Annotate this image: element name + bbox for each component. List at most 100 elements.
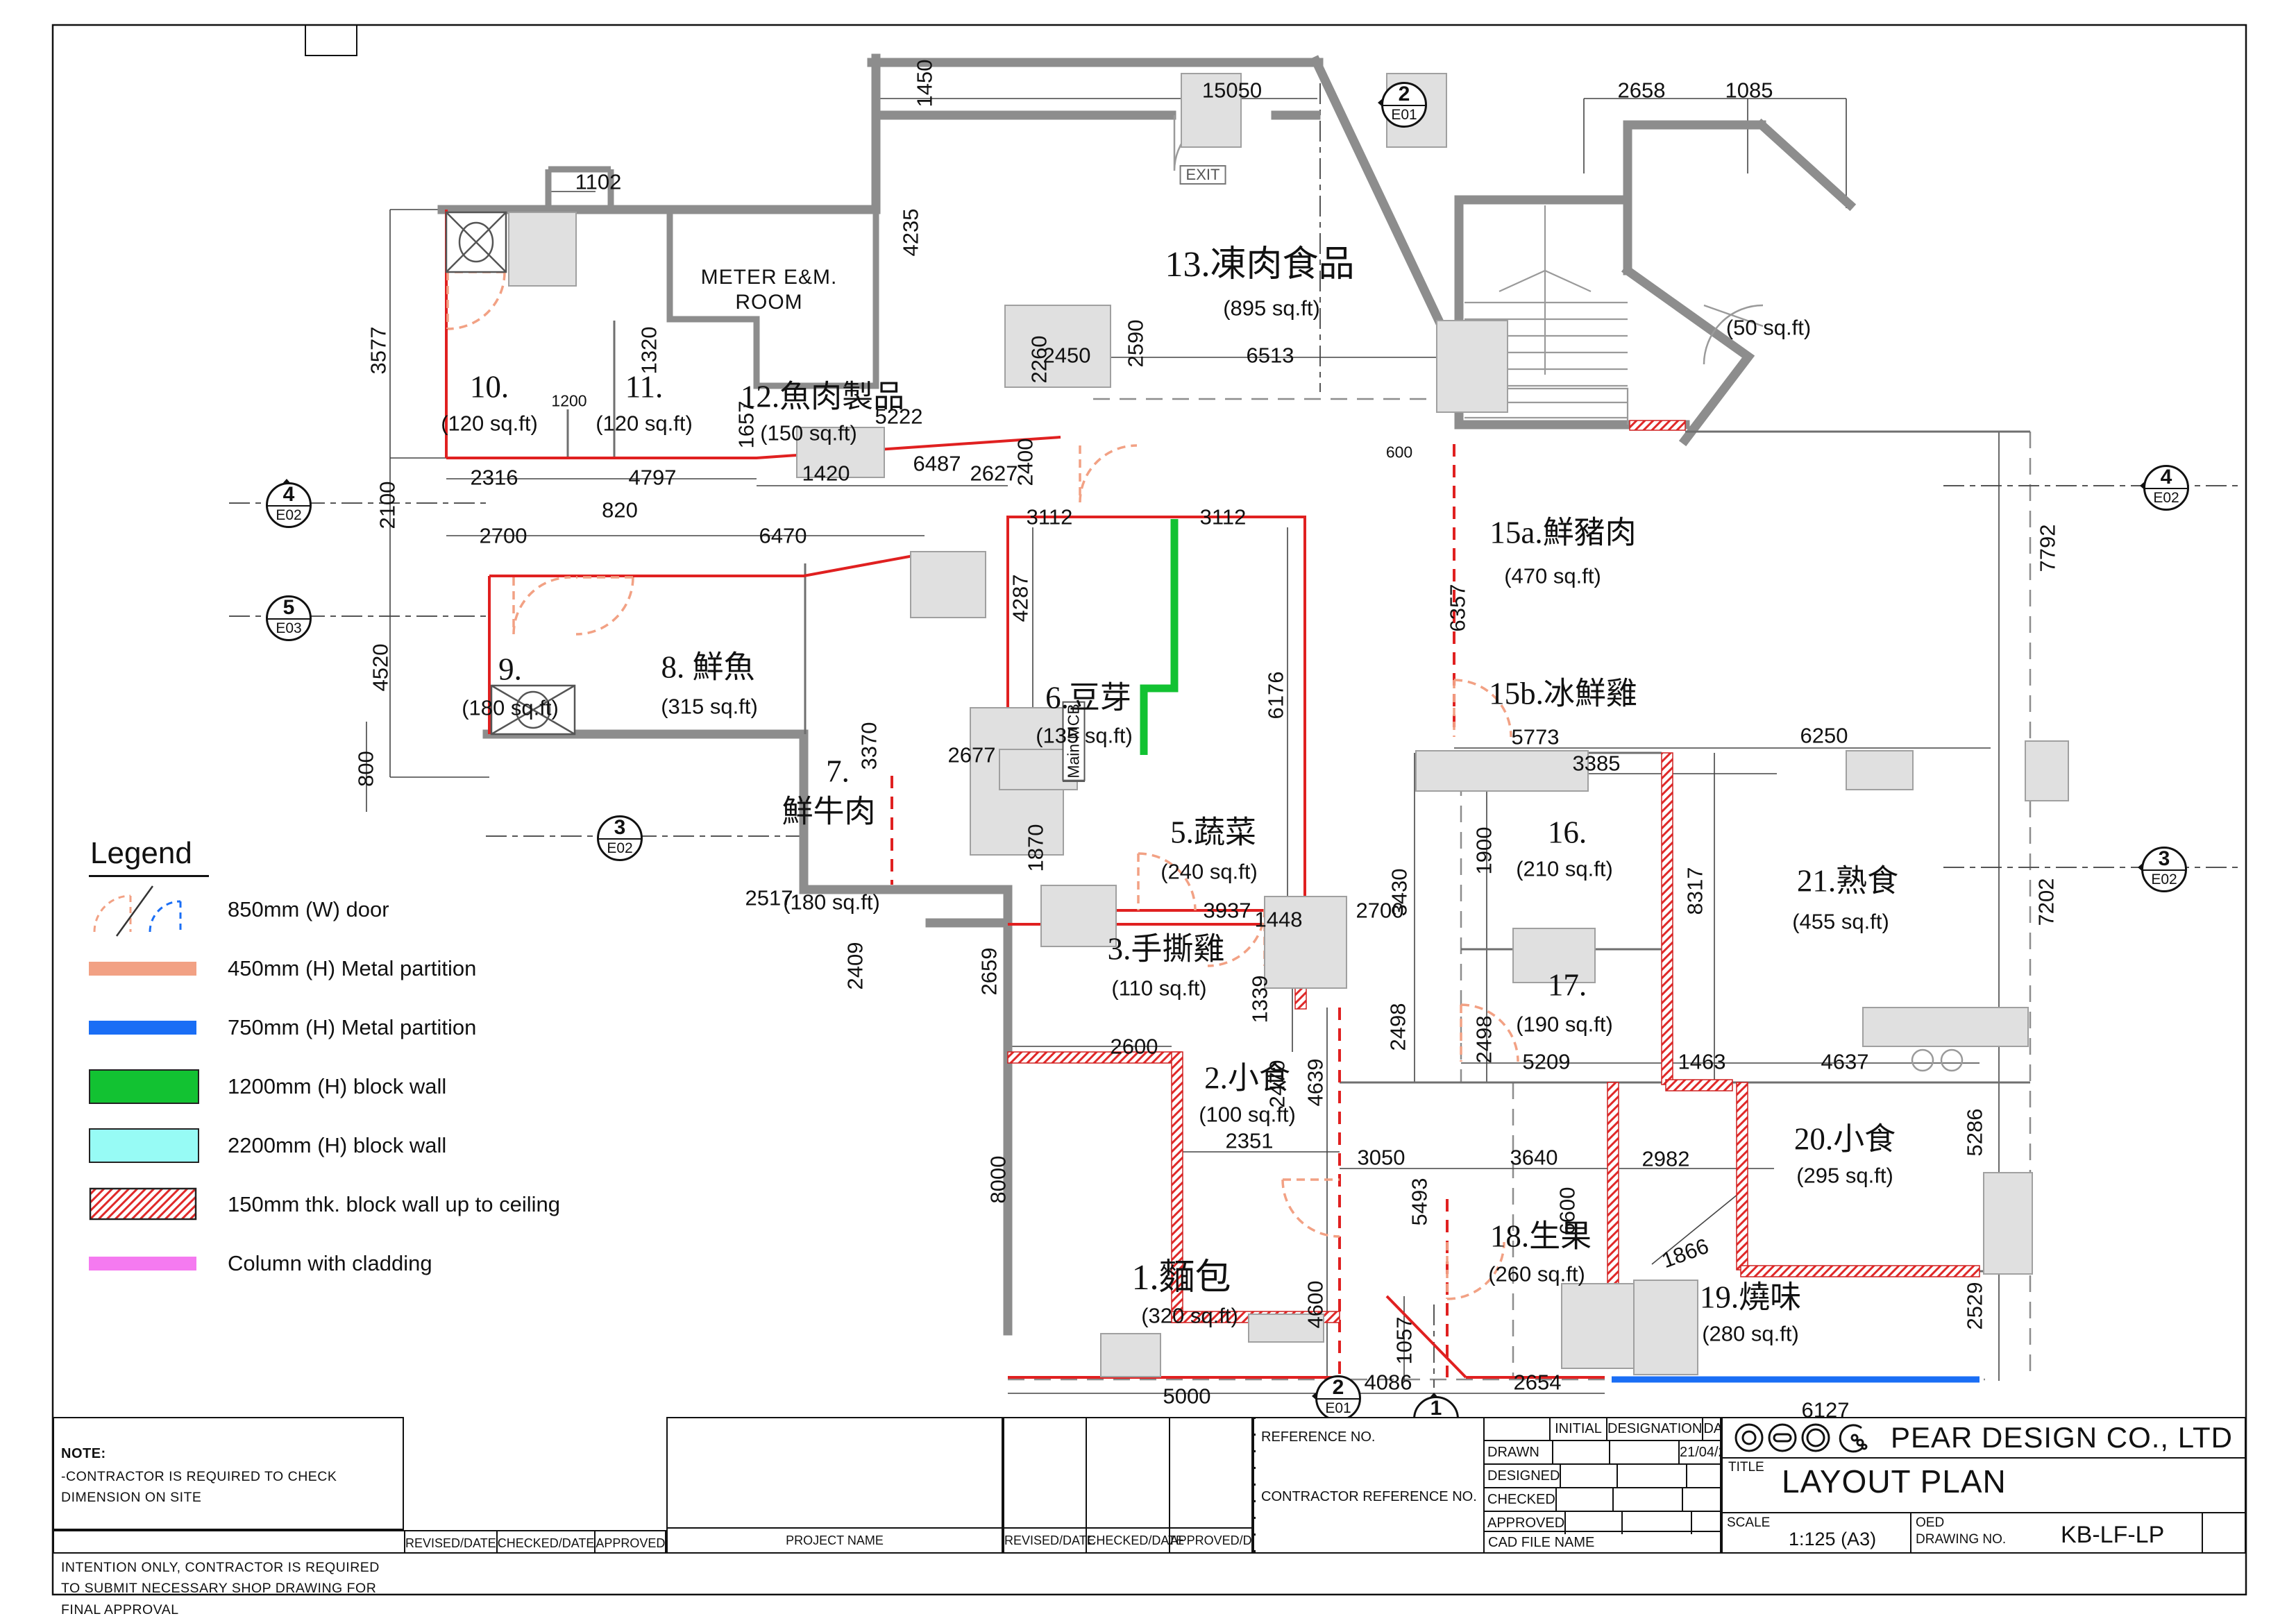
dimension-label: 2982: [1641, 1146, 1690, 1171]
drawing-no-value: KB-LF-LP: [2061, 1522, 2165, 1548]
dimension-label: METER E&M.: [700, 266, 838, 289]
dimension-label: 2590: [1123, 319, 1148, 368]
dimension-label: 5209: [1522, 1049, 1571, 1074]
dimension-label: 2700: [1356, 898, 1404, 923]
checked-date-label: CHECKED/DATE: [1087, 1527, 1184, 1552]
reference-block: REFERENCE NO. CONTRACTOR REFERENCE NO. I…: [1253, 1417, 1739, 1554]
notes-heading: NOTE:: [61, 1446, 106, 1462]
room-label: 18.生果: [1489, 1218, 1592, 1254]
magenta-swatch: [89, 1257, 196, 1271]
area-label: (180 sq.ft): [783, 890, 880, 915]
revision-strip-left: REVISED/DATE CHECKED/DATE APPROVED/DATE …: [53, 1530, 728, 1554]
dimension-label: 2654: [1513, 1370, 1562, 1395]
dimension-label: 4287: [1008, 574, 1033, 622]
dimension-label: 3112: [1199, 504, 1247, 529]
dimension-label: 2700: [479, 523, 527, 548]
dimension-label: 1448: [1254, 907, 1303, 932]
note-item: -CONTRACTOR IS REQUIRED TO CHECK DIMENSI…: [61, 1469, 337, 1506]
area-label: (50 sq.ft): [1725, 315, 1812, 340]
dimension-label: 2316: [470, 465, 518, 490]
meter-room-walls: [545, 166, 879, 389]
x-box-columns: [445, 211, 576, 736]
room-label: 1.麵包: [1131, 1258, 1231, 1298]
dimension-label: 7792: [2035, 524, 2060, 572]
room-label: 10.: [469, 369, 509, 405]
dimension-label: 6176: [1263, 671, 1288, 720]
dimension-label: 4520: [368, 643, 393, 692]
room-label: 17.: [1547, 967, 1587, 1003]
room-label: 2.小食: [1204, 1060, 1290, 1096]
approved-row-label: APPROVED: [1485, 1512, 1567, 1534]
dimension-label: 6250: [1800, 723, 1848, 748]
staircase: [1464, 205, 1629, 425]
legend-item-label: 850mm (W) door: [228, 897, 389, 921]
drawn-row-label: DRAWN: [1485, 1441, 1553, 1463]
dimension-label: 2677: [947, 742, 996, 767]
area-label: (150 sq.ft): [760, 420, 857, 445]
corner-box: [305, 24, 357, 56]
dimension-label: 2529: [1962, 1282, 1987, 1330]
room-label: 13.凍肉食品: [1165, 245, 1355, 284]
dimension-label: 600: [1385, 443, 1413, 461]
room-label: 15b.冰鮮雞: [1489, 676, 1637, 711]
dimension-label: 1085: [1725, 78, 1773, 103]
area-label: (280 sq.ft): [1702, 1321, 1799, 1346]
designation-col-label: DESIGNATION: [1607, 1418, 1704, 1440]
green-block-wall: [1140, 519, 1179, 755]
legend-item-label: 150mm thk. block wall up to ceiling: [228, 1192, 561, 1216]
area-label: (190 sq.ft): [1516, 1012, 1613, 1037]
dimension-label: ROOM: [735, 291, 803, 314]
dimension-label: 6470: [759, 523, 807, 548]
approvals-table: INITIAL DESIGNATION DATE DRAWN 21/04/21 …: [1483, 1418, 1739, 1534]
dimension-label: 1450: [912, 59, 937, 108]
dimension-label: 6357: [1445, 584, 1470, 632]
area-label: (315 sq.ft): [661, 694, 758, 719]
dimension-label: 2409: [843, 942, 868, 990]
dimension-label: 2659: [977, 947, 1002, 996]
dimension-label: 4797: [628, 465, 677, 490]
area-label: (100 sq.ft): [1199, 1102, 1296, 1127]
room-label: 12.魚肉製品: [740, 379, 905, 414]
dimension-label: EXIT: [1179, 165, 1226, 185]
area-label: (455 sq.ft): [1792, 909, 1889, 934]
area-label: (210 sq.ft): [1516, 856, 1613, 881]
structural-walls: [437, 53, 1857, 1336]
dimension-label: 3577: [366, 326, 391, 375]
legend-item-2200-blockwall: 2200mm (H) block wall: [89, 1128, 575, 1163]
dimension-label: 1870: [1023, 824, 1048, 872]
dimension-label: 5286: [1962, 1108, 1987, 1157]
area-label: (295 sq.ft): [1796, 1163, 1893, 1188]
dimension-label: 2498: [1385, 1003, 1410, 1051]
area-label: (470 sq.ft): [1504, 563, 1601, 588]
checked-row-label: CHECKED: [1485, 1488, 1557, 1511]
dimension-label: 5493: [1407, 1178, 1432, 1226]
salmon-swatch: [89, 962, 196, 976]
project-name-box: PROJECT NAME: [666, 1417, 1003, 1554]
dimension-label: 4086: [1364, 1370, 1412, 1395]
room-label: 6.豆芽: [1045, 680, 1131, 715]
dimension-label: 3050: [1357, 1145, 1406, 1170]
dimension-label: 7202: [2034, 878, 2059, 926]
area-label: (120 sq.ft): [596, 411, 693, 436]
dimension-label: 4637: [1821, 1049, 1869, 1074]
company-title-block: PEAR DESIGN CO., LTD TITLE LAYOUT PLAN S…: [1721, 1417, 2246, 1554]
stall-walls-red: [445, 210, 1605, 1379]
area-label: (180 sq.ft): [462, 695, 559, 720]
dimension-label: 3112: [1026, 504, 1073, 529]
drawing-title: LAYOUT PLAN: [1782, 1463, 2007, 1499]
project-name-label: PROJECT NAME: [668, 1527, 1002, 1552]
area-label: (895 sq.ft): [1223, 296, 1320, 321]
room-label: 8. 鮮魚: [661, 649, 755, 685]
room-label: 15a.鮮豬肉: [1489, 515, 1637, 550]
door-symbol-icon: [89, 882, 200, 937]
room-label: 9.: [498, 652, 522, 687]
room-label: 11.: [625, 369, 664, 405]
legend-item-label: 2200mm (H) block wall: [228, 1133, 447, 1157]
area-label: (240 sq.ft): [1160, 859, 1258, 884]
